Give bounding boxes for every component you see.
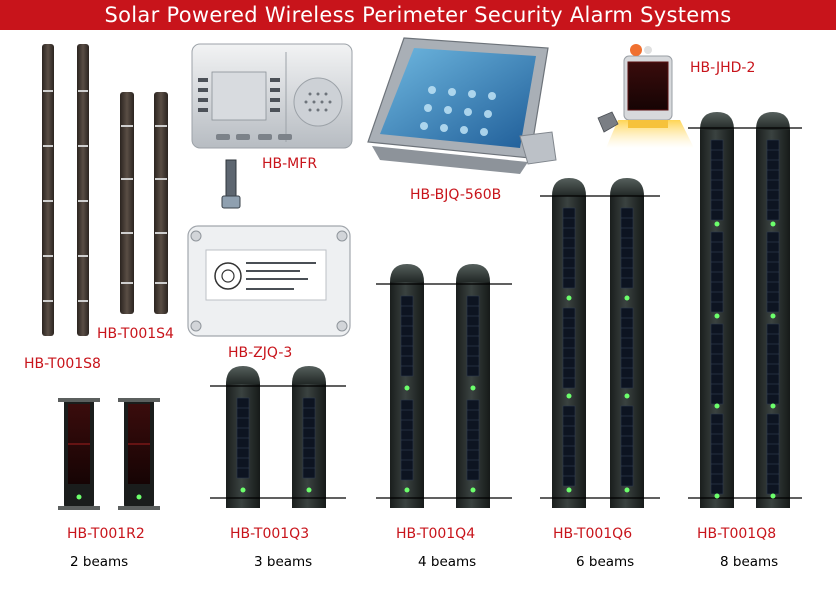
title-banner bbox=[0, 0, 836, 30]
beams-caption-q6: 6 beams bbox=[576, 554, 635, 570]
label-hb-t001s8: HB-T001S8 bbox=[24, 356, 101, 372]
zjq3-receiver bbox=[187, 159, 351, 337]
label-hb-t001q3: HB-T001Q3 bbox=[230, 526, 310, 542]
t001q6-towers bbox=[540, 178, 660, 508]
label-hb-bjq-560b: HB-BJQ-560B bbox=[410, 187, 502, 203]
beams-caption-r2: 2 beams bbox=[70, 554, 129, 570]
label-hb-zjq-3: HB-ZJQ-3 bbox=[228, 345, 293, 361]
t001q3-towers bbox=[210, 366, 346, 508]
label-hb-mfr: HB-MFR bbox=[262, 156, 318, 172]
label-hb-t001s4: HB-T001S4 bbox=[97, 326, 174, 342]
mfr-control-panel bbox=[191, 43, 353, 149]
label-hb-t001q4: HB-T001Q4 bbox=[396, 526, 476, 542]
t001r2-towers bbox=[58, 398, 160, 510]
t001q8-towers bbox=[688, 112, 802, 508]
label-hb-t001q6: HB-T001Q6 bbox=[553, 526, 633, 542]
t001s4-poles bbox=[120, 92, 168, 314]
t001s8-poles bbox=[42, 44, 89, 336]
t001q4-towers bbox=[376, 264, 512, 508]
beams-caption-q3: 3 beams bbox=[254, 554, 313, 570]
label-hb-t001r2: HB-T001R2 bbox=[67, 526, 145, 542]
page-title: Solar Powered Wireless Perimeter Securit… bbox=[104, 3, 732, 27]
beams-caption-q8: 8 beams bbox=[720, 554, 779, 570]
bjq560b-touch-console bbox=[367, 37, 557, 174]
beams-caption-q4: 4 beams bbox=[418, 554, 477, 570]
jhd2-siren bbox=[597, 44, 694, 148]
label-hb-t001q8: HB-T001Q8 bbox=[697, 526, 777, 542]
label-hb-jhd-2: HB-JHD-2 bbox=[690, 60, 756, 76]
